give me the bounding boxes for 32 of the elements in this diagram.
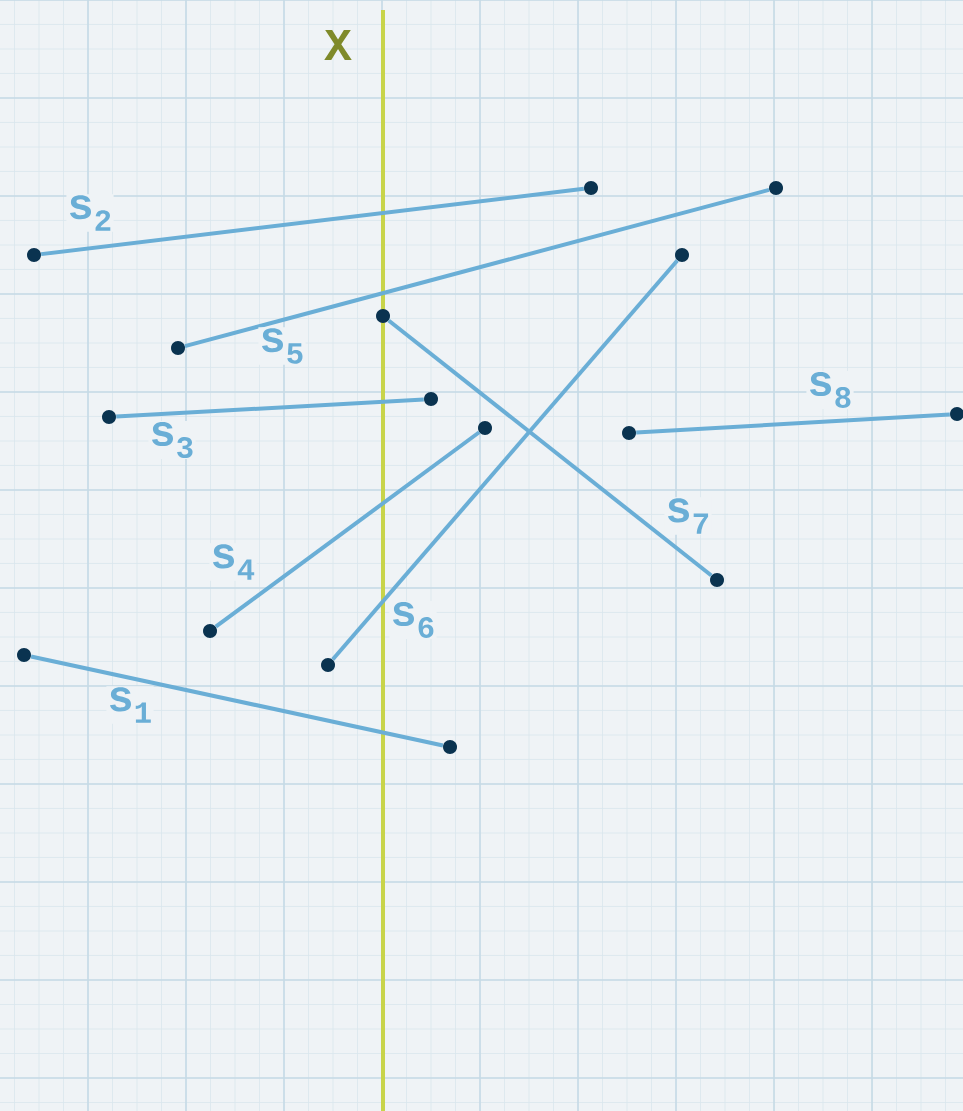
segment-label: s$_{2}$ [66,194,114,232]
segment-label: s$_{6}$ [389,601,437,639]
sweep-line-label: X [324,29,352,61]
line-segment [214,430,481,629]
endpoint-dot [622,426,636,440]
line-segment [636,412,950,435]
endpoint-dot [17,648,31,662]
endpoint-dot [102,410,116,424]
segment-label: s$_{8}$ [806,371,854,409]
line-segment [30,654,444,748]
line-segment [331,259,679,661]
endpoint-dot [27,248,41,262]
endpoint-dot [376,309,390,323]
endpoint-dot [710,573,724,587]
line-segment [387,318,713,578]
line-segment [116,397,424,419]
endpoint-dot [443,740,457,754]
segment-label: s$_{3}$ [148,421,196,459]
endpoint-dot [424,392,438,406]
line-segment [184,187,770,349]
segment-label: s$_{7}$ [664,497,712,535]
line-segment [40,186,585,257]
endpoint-dot [675,248,689,262]
endpoint-dot [478,421,492,435]
endpoint-dot [203,624,217,638]
segment-label: s$_{5}$ [258,327,306,365]
endpoint-dot [584,181,598,195]
endpoint-dot [171,341,185,355]
segment-label: s$_{4}$ [209,543,257,581]
endpoint-dot [321,658,335,672]
endpoint-dot [769,181,783,195]
segment-label: s$_{1}$ [106,686,154,724]
